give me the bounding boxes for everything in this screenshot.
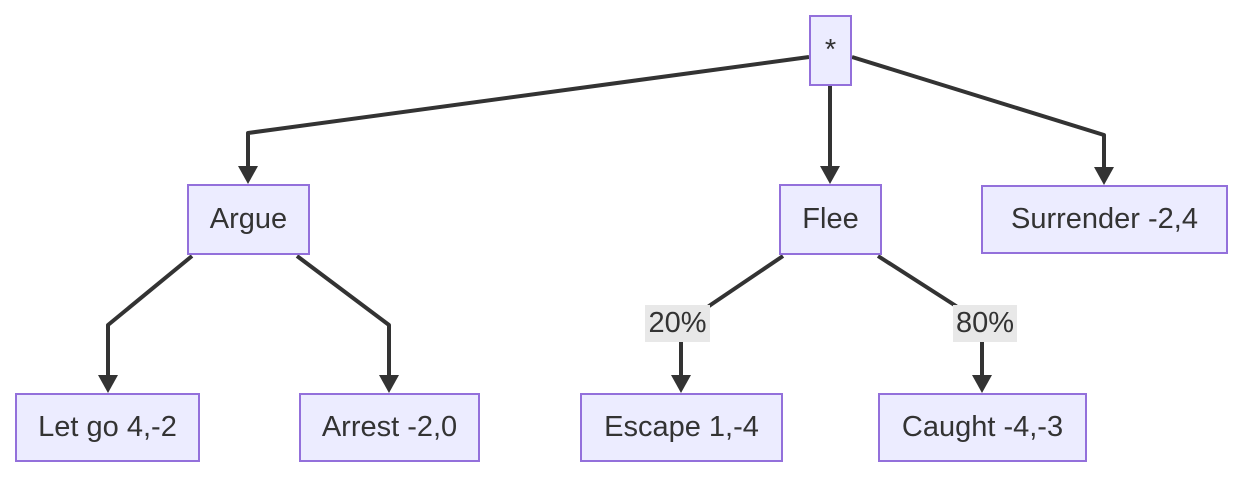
arrowhead-flee-caught: [972, 375, 992, 393]
arrowhead-root-surrender: [1094, 167, 1114, 185]
arrowhead-root-flee: [820, 166, 840, 184]
node-root: *: [809, 15, 852, 86]
edge-label-20pct: 20%: [645, 305, 710, 342]
node-letgo: Let go 4,-2: [15, 393, 200, 462]
edge-root-surrender: [851, 55, 1106, 173]
edge-label-20pct-text: 20%: [648, 307, 707, 339]
arrowhead-argue-arrest: [379, 375, 399, 393]
node-escape-label: Escape 1,-4: [604, 411, 759, 443]
node-flee-label: Flee: [802, 203, 859, 235]
node-surrender-label: Surrender -2,4: [1011, 203, 1198, 235]
node-arrest-label: Arrest -2,0: [321, 411, 458, 443]
node-escape: Escape 1,-4: [580, 393, 783, 462]
node-caught-label: Caught -4,-3: [901, 411, 1064, 443]
node-arrest: Arrest -2,0: [299, 393, 480, 462]
edge-argue-letgo: [106, 254, 194, 381]
arrowhead-root-argue: [238, 166, 258, 184]
node-surrender: Surrender -2,4: [981, 185, 1228, 254]
arrowhead-argue-letgo: [98, 375, 118, 393]
arrowhead-flee-escape: [671, 375, 691, 393]
edge-label-80pct-text: 80%: [955, 307, 1015, 339]
node-letgo-label: Let go 4,-2: [38, 411, 177, 443]
edge-argue-arrest: [295, 254, 391, 381]
edge-root-argue: [246, 55, 810, 172]
node-caught: Caught -4,-3: [878, 393, 1087, 462]
node-root-label: *: [824, 34, 837, 66]
edge-label-80pct: 80%: [953, 305, 1017, 342]
node-argue-label: Argue: [209, 203, 288, 235]
node-argue: Argue: [187, 184, 310, 255]
node-flee: Flee: [779, 184, 882, 255]
